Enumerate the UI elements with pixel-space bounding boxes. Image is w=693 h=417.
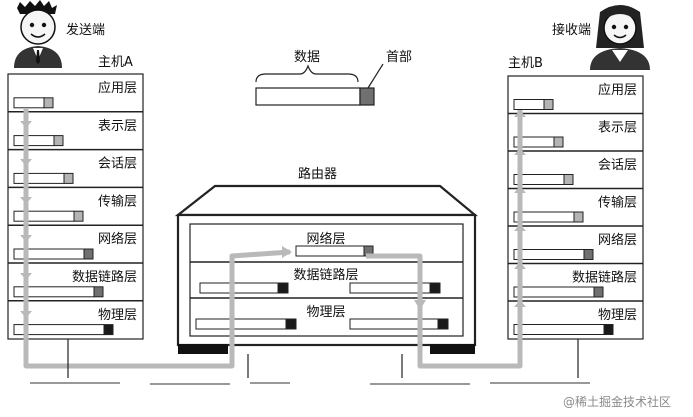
header-pointer: [367, 63, 384, 89]
up-arrowhead: [514, 186, 526, 193]
router-phy-in-data: [195, 318, 287, 330]
watermark-text: @稀土掘金技术社区: [563, 394, 671, 409]
host-a-layer-label: 传输层: [98, 193, 137, 209]
host-a-layer-label: 物理层: [98, 308, 137, 323]
receiver-person-icon: [590, 5, 650, 70]
packet-data-label: 数据: [294, 50, 320, 65]
host-b-pdu-data: [513, 249, 585, 260]
host-a-layer-label: 网络层: [98, 231, 137, 247]
data-flow-arrows: [20, 108, 526, 369]
up-arrowhead: [514, 262, 526, 269]
sender-person-icon: [14, 0, 62, 68]
router-phy-out-header: [437, 318, 449, 330]
down-arrowhead: [20, 121, 32, 128]
data-brace: [255, 64, 359, 83]
router-dl-in-header: [277, 282, 289, 294]
down-arrowhead: [20, 159, 32, 166]
up-arrowhead: [514, 300, 526, 307]
host-a-pdu-header: [53, 135, 64, 147]
host-b-layer-label: 表示层: [598, 121, 637, 136]
router-layer-label: 网络层: [306, 231, 345, 247]
down-arrowhead: [20, 235, 32, 242]
router-layer-label: 数据链路层: [293, 267, 358, 283]
host-b-pdu-header: [543, 99, 554, 110]
receiver-host-label: 主机B: [508, 56, 543, 71]
router-net-pdu-data: [295, 245, 365, 257]
host-a-pdu-data: [13, 210, 75, 222]
host-a-pdu-header: [63, 172, 74, 184]
host-b-layer-label: 物理层: [598, 308, 637, 323]
down-arrowhead: [414, 300, 426, 310]
host-a-pdu-data: [13, 97, 45, 109]
host-a-pdu-header: [83, 248, 94, 260]
host-a-pdu-header: [43, 97, 54, 109]
packet-header-label: 首部: [386, 50, 412, 65]
host-b-pdu-header: [553, 136, 564, 148]
down-arrowhead: [20, 197, 32, 204]
host-b-layer-label: 会话层: [598, 158, 637, 173]
host-b-pdu-header: [593, 286, 604, 298]
packet-data-block: [255, 87, 361, 106]
host-a-pdu-data: [13, 135, 55, 147]
host-b-pdu-data: [513, 211, 575, 223]
router-layer-label: 物理层: [306, 305, 345, 320]
packet-header-block: [359, 87, 375, 106]
host-b-layer-label: 数据链路层: [572, 270, 637, 286]
host-a-layer-label: 应用层: [98, 80, 137, 96]
router-dl-out-header: [429, 282, 441, 294]
host-a-layer-label: 会话层: [98, 157, 137, 172]
host-a-pdu-header: [73, 210, 84, 222]
host-b-layer-label: 应用层: [598, 82, 637, 98]
floor-dashes: [30, 382, 590, 385]
host-a-layer-label: 数据链路层: [72, 269, 137, 285]
router-left-foot: [178, 344, 228, 354]
down-arrowhead: [20, 311, 32, 318]
host-a-pdu-data: [13, 172, 65, 184]
host-a-pdu-header: [93, 286, 104, 298]
router-right-foot: [430, 344, 475, 354]
router-phy-out-data: [349, 318, 439, 330]
up-arrowhead: [514, 224, 526, 231]
up-arrowhead: [514, 148, 526, 155]
host-a-pdu-header: [103, 324, 114, 336]
host-b-layer-label: 传输层: [598, 195, 637, 211]
host-a-layer-label: 表示层: [98, 119, 137, 134]
flow-path: [23, 108, 523, 369]
host-b-pdu-header: [573, 211, 584, 223]
router-dl-in-data: [199, 282, 279, 294]
router-title: 路由器: [298, 166, 337, 182]
down-arrowhead: [20, 273, 32, 280]
receiver-label: 接收端: [552, 22, 591, 38]
host-b-pdu-header: [583, 249, 594, 260]
right-arrowhead: [282, 246, 292, 258]
router-roof: [174, 184, 479, 217]
up-arrowhead: [514, 110, 526, 117]
host-b-pdu-header: [563, 174, 574, 185]
sender-host-label: 主机A: [98, 55, 133, 70]
host-b-pdu-data: [513, 99, 545, 110]
sender-label: 发送端: [66, 22, 105, 38]
host-b-pdu-data: [513, 324, 605, 335]
host-b-layer-label: 网络层: [598, 232, 637, 248]
host-b-pdu-data: [513, 286, 595, 298]
floor-strip: [0, 378, 693, 417]
router-phy-in-header: [285, 318, 297, 330]
host-b-pdu-header: [603, 324, 614, 335]
